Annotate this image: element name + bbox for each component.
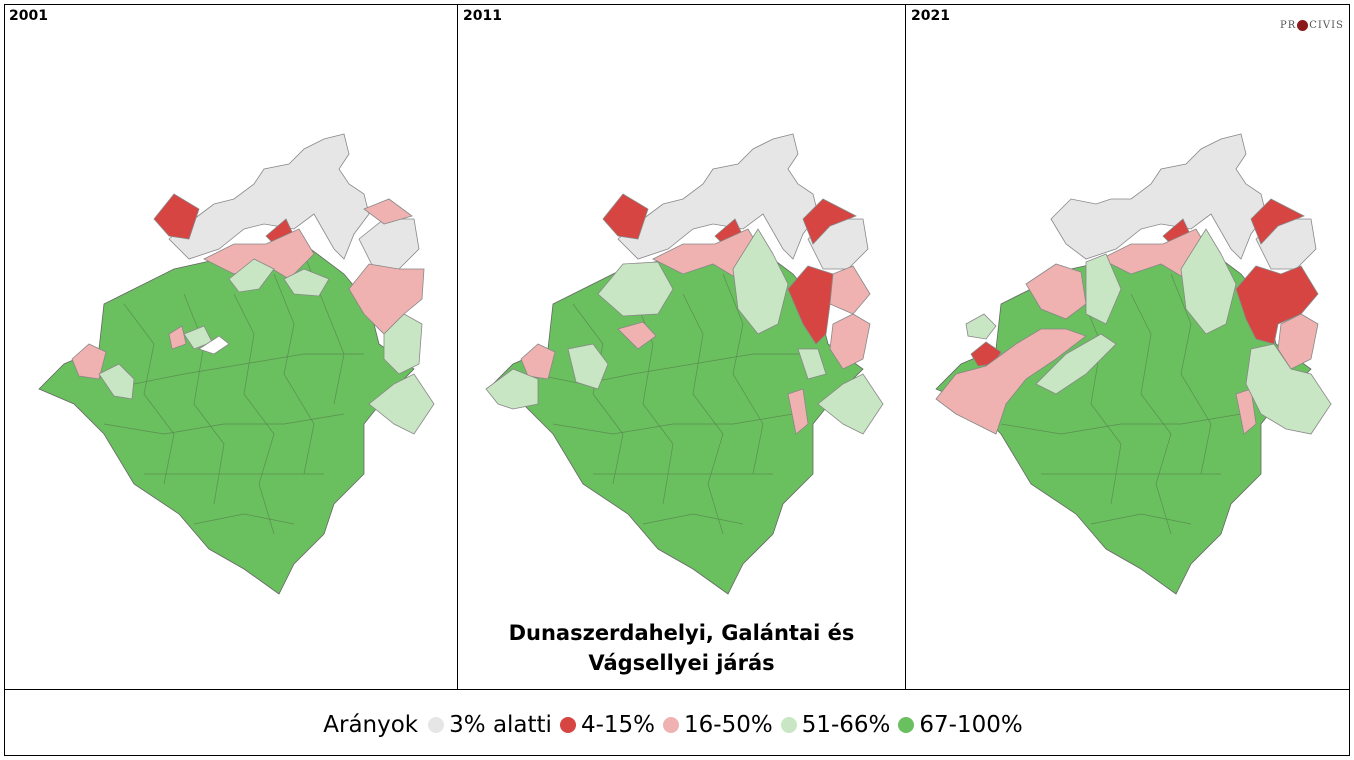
panel-year-label: 2001 — [9, 8, 48, 24]
region-pink-4 — [520, 343, 556, 380]
region-lightgreen-2 — [732, 228, 789, 335]
region-pink-5 — [617, 321, 657, 350]
region-pink-3 — [1277, 313, 1319, 370]
legend-label: 16-50% — [684, 712, 773, 738]
legend-label: 3% alatti — [449, 712, 552, 738]
region-pink-3 — [348, 263, 425, 335]
region-lightgreen-1 — [597, 261, 674, 317]
legend-item: 3% alatti — [428, 712, 552, 738]
region-lightgreen-4 — [368, 373, 435, 435]
legend-label: 4-15% — [580, 712, 656, 738]
region-red-1 — [602, 193, 649, 240]
map-caption: Dunaszerdahelyi, Galántai és Vágsellyei … — [458, 618, 905, 678]
district-map-2011 — [485, 133, 884, 595]
region-lightgreen-5 — [485, 368, 539, 410]
municipal-boundaries — [83, 253, 364, 535]
region-pink-3 — [829, 313, 871, 370]
region-pink-4 — [935, 328, 1087, 435]
panel-year-label: 2011 — [463, 8, 502, 24]
region-lightgreen-6 — [567, 343, 609, 390]
legend-item: 51-66% — [780, 712, 891, 738]
map-panel-2021: 2021 — [906, 4, 1350, 689]
region-grey-north — [617, 133, 819, 260]
legend-item: 4-15% — [559, 712, 656, 738]
legend-swatch — [428, 717, 445, 733]
region-lightgreen-4 — [817, 373, 884, 435]
legend: Arányok 3% alatti 4-15% 16-50% 51-66% 67… — [0, 712, 1354, 738]
municipal-boundaries — [1000, 273, 1242, 535]
legend-item: 16-50% — [663, 712, 773, 738]
region-pink-4 — [71, 343, 107, 380]
region-lightgreen-5 — [98, 363, 135, 400]
legend-swatch — [780, 717, 797, 733]
district-map-2001 — [38, 133, 435, 595]
region-grey-east — [358, 218, 420, 270]
region-red-2 — [1250, 198, 1305, 245]
region-pink-2 — [363, 198, 413, 225]
caption-line-2: Vágsellyei járás — [588, 651, 775, 675]
legend-label: 67-100% — [919, 712, 1023, 738]
figure-frame — [4, 4, 1350, 756]
region-red-3 — [802, 198, 857, 245]
legend-item: 67-100% — [898, 712, 1023, 738]
region-lightgreen-2 — [283, 268, 330, 297]
region-lightgreen-1 — [1085, 253, 1122, 325]
panel-year-label: 2021 — [911, 8, 950, 24]
region-grey-north — [168, 133, 370, 260]
region-lightgreen-2 — [1180, 228, 1237, 335]
logo-text-left: PR — [1280, 20, 1297, 31]
logo-text-right: CIVIS — [1309, 20, 1344, 31]
legend-swatch — [559, 717, 576, 733]
legend-divider — [4, 689, 1350, 690]
region-pink-5 — [1235, 388, 1257, 435]
region-lightgreen-3 — [1035, 333, 1117, 395]
legend-label: 51-66% — [801, 712, 891, 738]
region-lightgreen-3 — [797, 348, 827, 380]
district-map-2021 — [935, 133, 1332, 595]
legend-swatch — [663, 717, 680, 733]
map-panel-2001: 2001 — [4, 4, 458, 689]
region-pink-2 — [829, 265, 871, 315]
map-panel-2011: 2011 — [458, 4, 906, 689]
logo-dot-icon — [1297, 20, 1309, 31]
region-red-1 — [153, 193, 200, 240]
region-pink-5 — [168, 325, 187, 350]
region-lightgreen-1 — [228, 258, 275, 293]
procivis-logo: PR CIVIS — [1280, 20, 1344, 31]
region-red-4 — [787, 265, 834, 345]
legend-swatch — [898, 717, 915, 733]
region-grey-north — [1050, 133, 1267, 260]
legend-title: Arányok — [323, 712, 419, 738]
region-lightgreen-4 — [1245, 343, 1332, 435]
region-pink-6 — [787, 388, 809, 435]
map-hole — [198, 335, 230, 355]
region-lightgreen-5 — [965, 313, 997, 340]
region-lightgreen-3 — [383, 313, 423, 375]
caption-line-1: Dunaszerdahelyi, Galántai és — [508, 621, 855, 645]
